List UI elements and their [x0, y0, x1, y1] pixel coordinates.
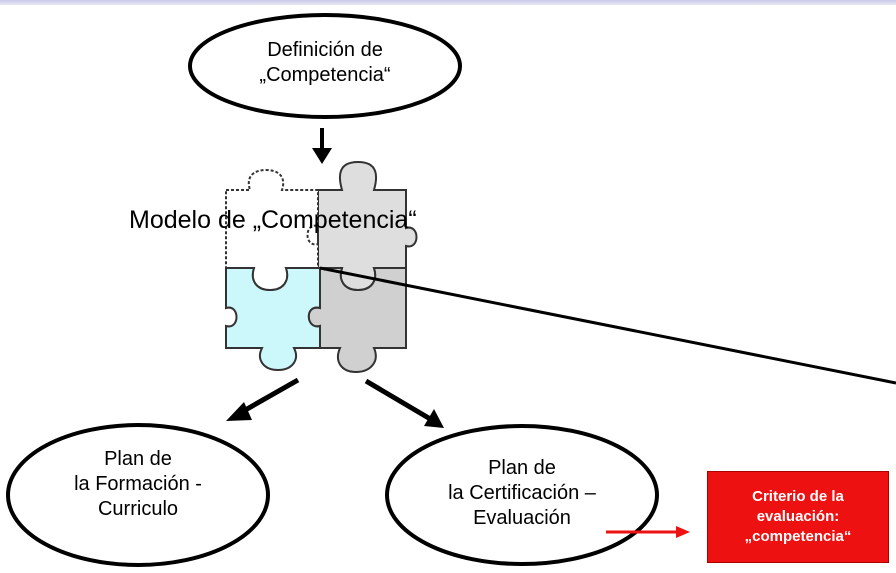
- definition-text: Definición de „Competencia“: [230, 38, 420, 88]
- certification-plan-line-2: la Certificación –: [448, 482, 596, 504]
- definition-line-1: Definición de: [267, 39, 383, 61]
- definition-line-2: „Competencia“: [259, 64, 391, 86]
- criterion-line-2: evaluación:: [756, 508, 840, 525]
- formation-plan-line-1: Plan de: [104, 448, 172, 470]
- formation-plan-text: Plan de la Formación - Curriculo: [38, 447, 238, 522]
- certification-plan-line-3: Evaluación: [473, 507, 571, 529]
- formation-plan-line-2: la Formación -: [74, 473, 202, 495]
- arrow-to-certification: [364, 378, 444, 428]
- formation-plan-line-3: Curriculo: [97, 498, 179, 520]
- criterion-line-1: Criterio de la: [752, 488, 844, 505]
- certification-plan-line-1: Plan de: [488, 457, 556, 479]
- top-bar: [0, 0, 896, 5]
- certification-plan-text: Plan de la Certificación – Evaluación: [412, 456, 632, 531]
- model-title: Modelo de „Competencia“: [129, 206, 417, 234]
- puzzle-piece-bottom-left: [225, 267, 321, 372]
- definition-ellipse: [188, 13, 462, 119]
- puzzle-icon: [225, 160, 418, 374]
- down-arrow: [312, 128, 332, 164]
- arrow-to-formation: [226, 377, 300, 421]
- formation-plan-ellipse: [6, 423, 270, 567]
- red-arrow: [606, 526, 690, 538]
- criterion-box: Criterio de la evaluación: „competencia“: [707, 471, 889, 563]
- connector-line: [319, 266, 896, 385]
- criterion-line-3: „competencia“: [744, 528, 852, 545]
- certification-plan-ellipse: [385, 424, 659, 566]
